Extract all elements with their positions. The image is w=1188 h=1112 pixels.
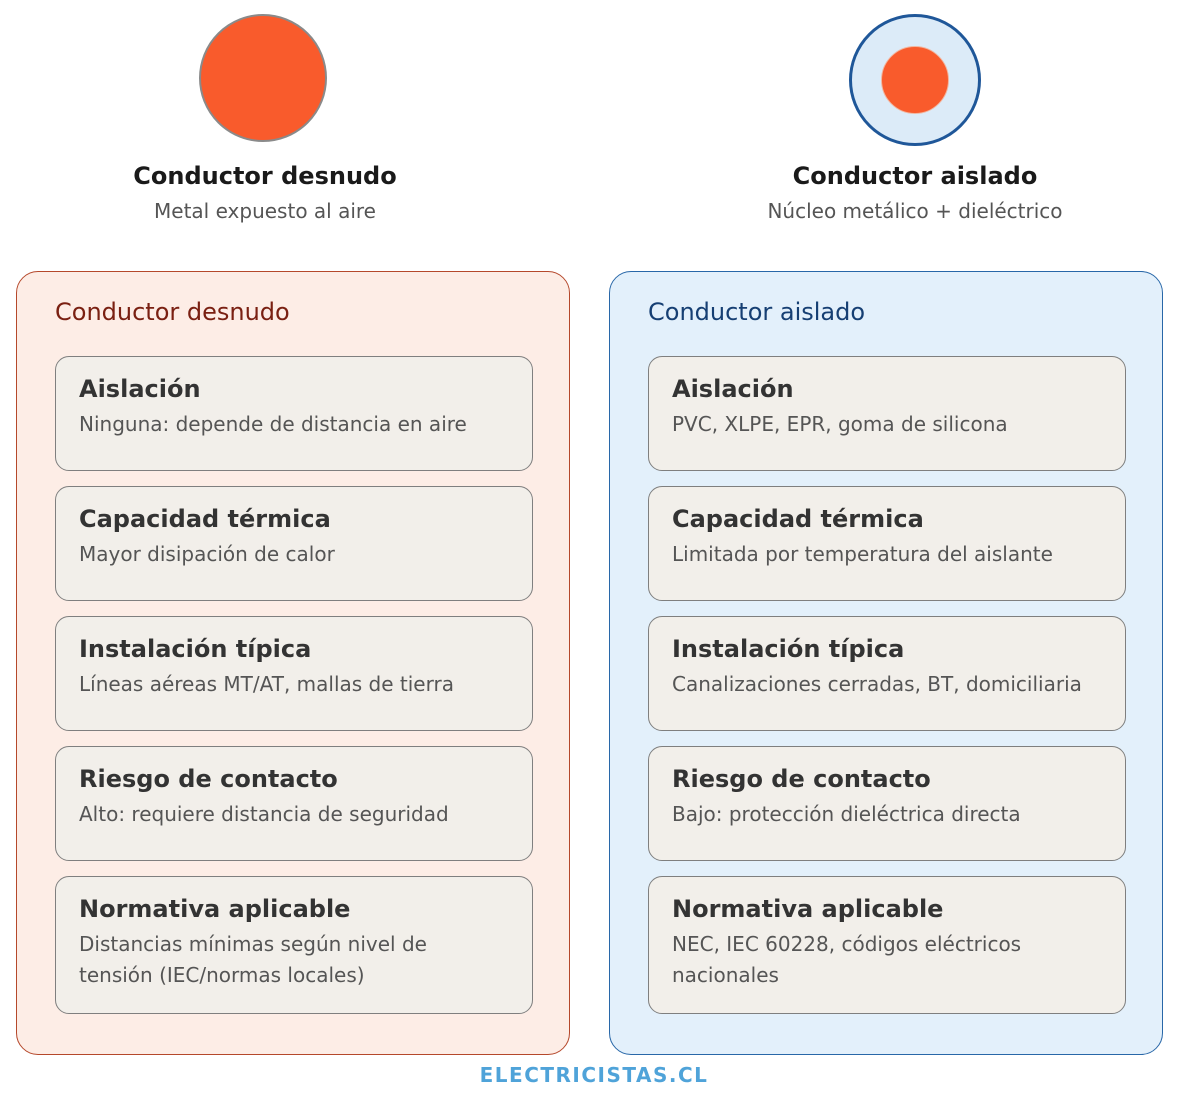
card-normativa-aplicable: Normativa aplicable Distancias mínimas s…	[55, 876, 533, 1014]
card-title: Riesgo de contacto	[672, 765, 931, 793]
bare-conductor-title: Conductor desnudo	[133, 162, 397, 190]
card-text-line: Distancias mínimas según nivel de	[79, 932, 427, 956]
card-text: Mayor disipación de calor	[79, 539, 510, 570]
card-title: Instalación típica	[672, 635, 905, 663]
card-text-line: NEC, IEC 60228, códigos eléctricos	[672, 932, 1022, 956]
card-text-line: tensión (IEC/normas locales)	[79, 963, 365, 987]
site-watermark: ELECTRICISTAS.CL	[479, 1063, 709, 1087]
card-text: NEC, IEC 60228, códigos eléctricos nacio…	[672, 929, 1103, 991]
card-text: PVC, XLPE, EPR, goma de silicona	[672, 409, 1103, 440]
insulated-conductor-title: Conductor aislado	[792, 162, 1038, 190]
bare-conductor-icon	[199, 14, 327, 142]
card-aislacion: Aislación Ninguna: depende de distancia …	[55, 356, 533, 471]
card-riesgo-contacto: Riesgo de contacto Bajo: protección diel…	[648, 746, 1126, 861]
card-normativa-aplicable: Normativa aplicable NEC, IEC 60228, códi…	[648, 876, 1126, 1014]
card-text-line: Canalizaciones cerradas, BT, domiciliari…	[672, 672, 1082, 696]
card-text-line: PVC, XLPE, EPR, goma de silicona	[672, 412, 1008, 436]
card-text: Distancias mínimas según nivel de tensió…	[79, 929, 510, 991]
card-text-line: Alto: requiere distancia de seguridad	[79, 802, 449, 826]
card-text-line: nacionales	[672, 963, 779, 987]
card-instalacion-tipica: Instalación típica Canalizaciones cerrad…	[648, 616, 1126, 731]
bare-conductor-subtitle: Metal expuesto al aire	[154, 199, 376, 223]
bare-conductor-panel: Conductor desnudo Aislación Ninguna: dep…	[16, 271, 570, 1055]
card-text: Canalizaciones cerradas, BT, domiciliari…	[672, 669, 1103, 700]
card-title: Aislación	[672, 375, 794, 403]
card-capacidad-termica: Capacidad térmica Limitada por temperatu…	[648, 486, 1126, 601]
metal-core-icon	[881, 46, 949, 114]
insulated-conductor-subtitle: Núcleo metálico + dieléctrico	[767, 199, 1063, 223]
card-riesgo-contacto: Riesgo de contacto Alto: requiere distan…	[55, 746, 533, 861]
panel-title: Conductor aislado	[648, 298, 866, 326]
card-text-line: Ninguna: depende de distancia en aire	[79, 412, 467, 436]
card-text: Alto: requiere distancia de seguridad	[79, 799, 510, 830]
card-instalacion-tipica: Instalación típica Líneas aéreas MT/AT, …	[55, 616, 533, 731]
card-text: Bajo: protección dieléctrica directa	[672, 799, 1103, 830]
card-title: Instalación típica	[79, 635, 312, 663]
card-text: Limitada por temperatura del aislante	[672, 539, 1103, 570]
card-text-line: Mayor disipación de calor	[79, 542, 335, 566]
card-title: Capacidad térmica	[672, 505, 924, 533]
card-title: Capacidad térmica	[79, 505, 331, 533]
card-text-line: Bajo: protección dieléctrica directa	[672, 802, 1021, 826]
card-title: Riesgo de contacto	[79, 765, 338, 793]
card-title: Normativa aplicable	[79, 895, 351, 923]
insulated-conductor-icon	[849, 14, 981, 146]
card-capacidad-termica: Capacidad térmica Mayor disipación de ca…	[55, 486, 533, 601]
card-title: Normativa aplicable	[672, 895, 944, 923]
card-text-line: Líneas aéreas MT/AT, mallas de tierra	[79, 672, 454, 696]
card-title: Aislación	[79, 375, 201, 403]
card-text-line: Limitada por temperatura del aislante	[672, 542, 1053, 566]
panel-title: Conductor desnudo	[55, 298, 290, 326]
insulated-conductor-panel: Conductor aislado Aislación PVC, XLPE, E…	[609, 271, 1163, 1055]
card-text: Líneas aéreas MT/AT, mallas de tierra	[79, 669, 510, 700]
card-text: Ninguna: depende de distancia en aire	[79, 409, 510, 440]
card-aislacion: Aislación PVC, XLPE, EPR, goma de silico…	[648, 356, 1126, 471]
